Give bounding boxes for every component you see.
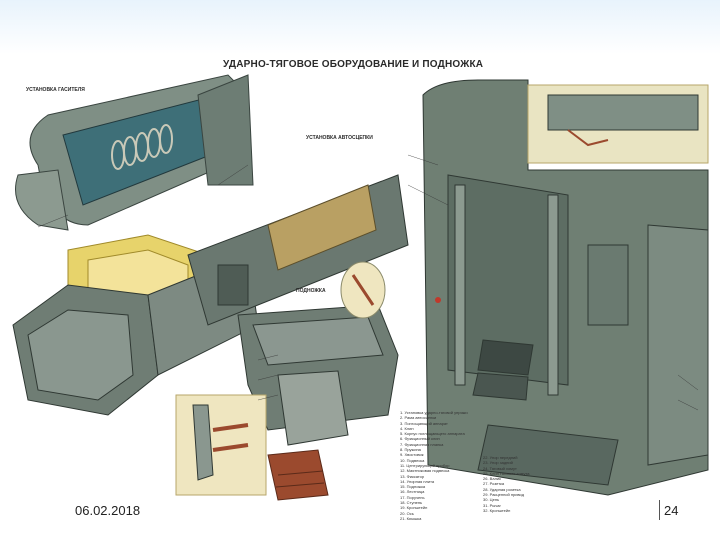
legend-column-2: 22. Упор передний 23. Упор задний 24. Тя… [483,455,530,513]
slide-page-number: 24 [664,503,679,518]
draft-gear-assembly [15,74,254,231]
car-top-inset [527,84,709,164]
callout-lines [37,154,699,411]
page-number-separator [659,500,660,520]
slide-date: 06.02.2018 [75,503,141,518]
step-detail-inset [175,394,267,496]
legend-column-1: 1. Установка ударно-тяговой упряжи 2. Ра… [400,410,468,520]
section-label-step: ПОДНОЖКА [296,288,326,294]
technical-drawing: УДАРНО-ТЯГОВОЕ ОБОРУДОВАНИЕ И ПОДНОЖКА У… [8,55,712,520]
car-end-view [422,79,709,496]
drawing-illustration [12,74,709,501]
lever-detail-inset [340,261,386,319]
coupler-body [187,174,409,326]
section-label-draft-gear: УСТАНОВКА ГАСИТЕЛЯ [26,87,85,93]
step-assembly [237,304,399,501]
section-label-coupler: УСТАНОВКА АВТОСЦЕПКИ [306,135,373,141]
drawing-title: УДАРНО-ТЯГОВОЕ ОБОРУДОВАНИЕ И ПОДНОЖКА [223,59,484,70]
